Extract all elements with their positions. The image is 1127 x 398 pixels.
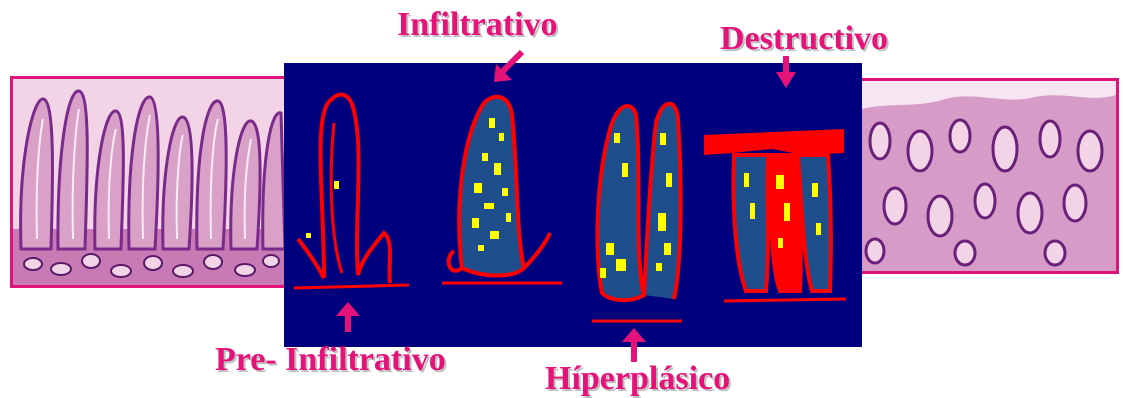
normal-villi-drawing: [13, 79, 285, 285]
pre-infiltrativo-arrow-icon: [336, 302, 360, 332]
villous-stages-svg: [284, 63, 862, 347]
label-hiperplasico: Híperplásico: [545, 362, 730, 396]
destructivo-arrow-icon: [774, 54, 798, 90]
infiltrativo-arrow-icon: [492, 48, 528, 84]
normal-villi-histology-image: [10, 76, 288, 288]
hiperplasico-arrow-icon: [622, 328, 646, 362]
label-infiltrativo: Infiltrativo: [397, 8, 558, 42]
villous-stages-diagram: [284, 63, 862, 347]
label-destructivo: Destructivo: [720, 22, 888, 56]
atrophic-mucosa-histology-image: [852, 78, 1119, 274]
label-pre-infiltrativo: Pre- Infiltrativo: [215, 343, 446, 377]
atrophic-mucosa-drawing: [855, 81, 1116, 271]
